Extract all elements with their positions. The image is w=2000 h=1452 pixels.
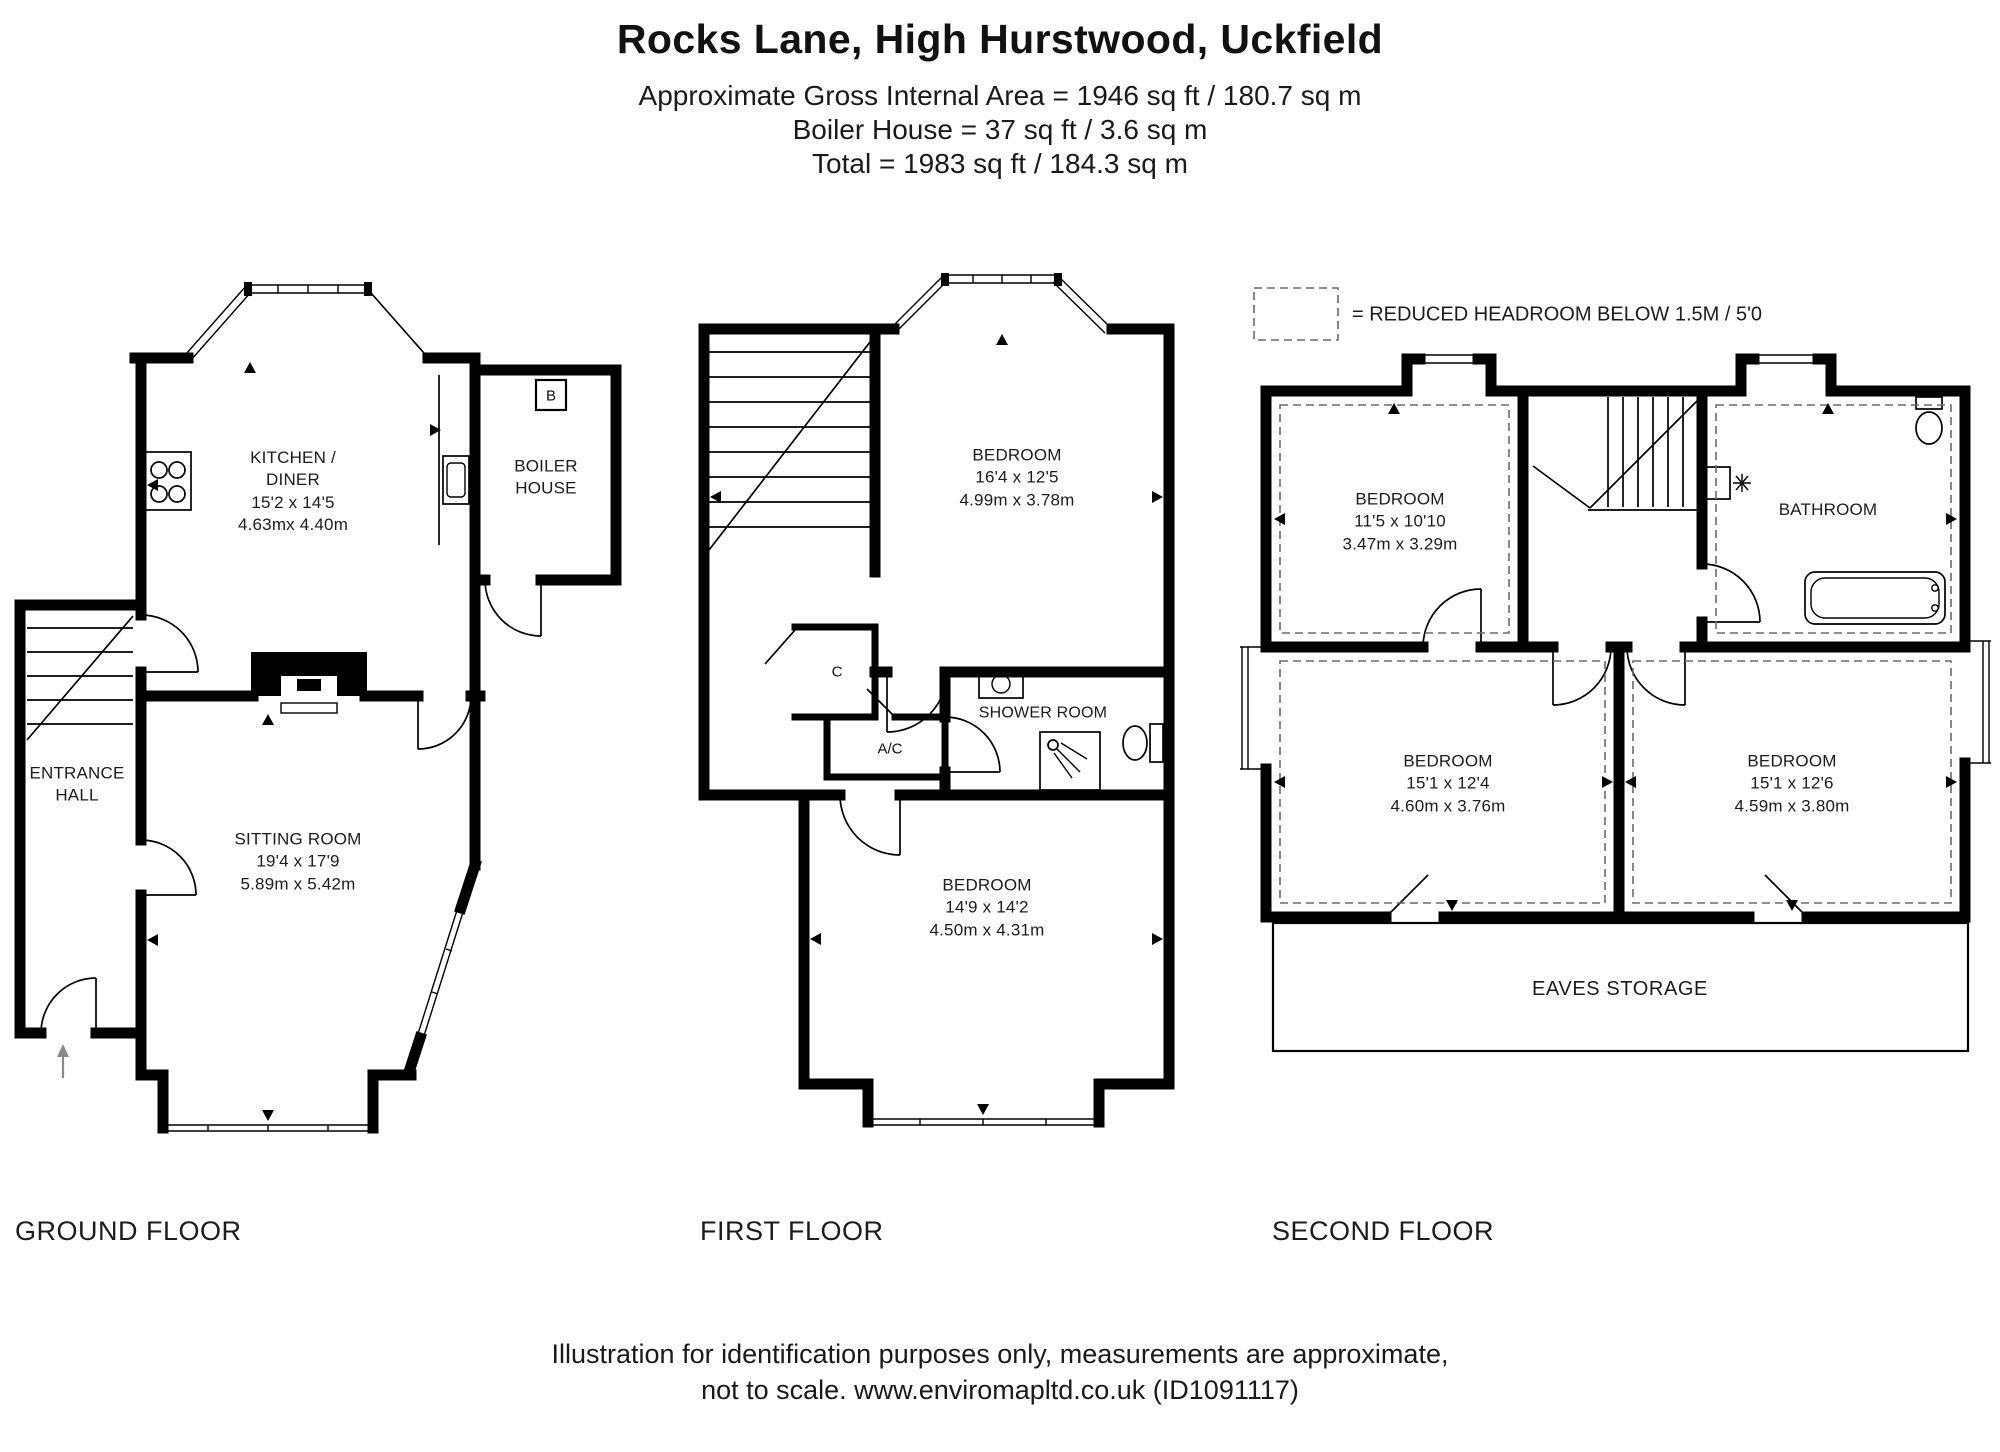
room-size-m: 4.99m x 3.78m <box>959 490 1075 510</box>
second-floor-drawing <box>1240 287 1991 1053</box>
ground-floor-plan: B KITCHEN / DINER 15'2 x 14'5 4.63mx 4.4… <box>13 280 633 1180</box>
room-size-m: 4.59m x 3.80m <box>1734 796 1850 816</box>
reduced-headroom-legend: = REDUCED HEADROOM BELOW 1.5M / 5'0 <box>1352 303 1763 326</box>
room-name: BEDROOM <box>972 445 1062 465</box>
room-name: BOILER HOUSE <box>514 456 578 498</box>
room-size-m: 4.50m x 4.31m <box>929 920 1045 940</box>
room-size-m: 4.60m x 3.76m <box>1390 796 1506 816</box>
room-size-ft: 15'2 x 14'5 <box>251 493 335 512</box>
room-size-m: 5.89m x 5.42m <box>240 874 356 894</box>
room-name: BEDROOM <box>1403 751 1493 771</box>
second-windows <box>1240 354 1991 770</box>
room-size-ft: 14'9 x 14'2 <box>945 897 1029 917</box>
room-name: BEDROOM <box>942 875 1032 895</box>
bay-post <box>941 273 949 286</box>
room-label-bedroom-left: BEDROOM 15'1 x 12'4 4.60m x 3.76m <box>1390 750 1505 817</box>
toilet-icon <box>1915 396 1943 445</box>
room-size-ft: 11'5 x 10'10 <box>1354 511 1446 531</box>
area-line-2: Boiler House = 37 sq ft / 3.6 sq m <box>792 114 1208 145</box>
room-label-boiler-house: BOILER HOUSE <box>506 456 586 501</box>
entrance-arrow-icon <box>57 1044 69 1078</box>
disclaimer-line-1: Illustration for identification purposes… <box>551 1339 1449 1369</box>
room-label-shower-room: SHOWER ROOM <box>979 702 1107 723</box>
room-size-ft: 16'4 x 12'5 <box>975 467 1059 487</box>
room-label-bedroom-back: BEDROOM 14'9 x 14'2 4.50m x 4.31m <box>929 874 1044 941</box>
airing-cupboard-symbol: A/C <box>877 741 902 758</box>
second-walls <box>1260 353 1971 923</box>
hob-icon <box>144 451 192 511</box>
basin-icon <box>1705 466 1751 500</box>
room-name: SHOWER ROOM <box>978 704 1108 722</box>
bay-post <box>244 282 252 296</box>
room-size-ft: 15'1 x 12'6 <box>1750 773 1834 793</box>
area-line-1: Approximate Gross Internal Area = 1946 s… <box>638 80 1362 111</box>
room-name: ENTRANCE HALL <box>29 763 125 805</box>
second-door-arcs <box>1385 563 1808 918</box>
room-name: BATHROOM <box>1778 499 1878 519</box>
header: Rocks Lane, High Hurstwood, Uckfield App… <box>0 16 2000 181</box>
shower-icon <box>1039 731 1101 791</box>
bay-post <box>1054 273 1062 286</box>
second-floor-title: SECOND FLOOR <box>1272 1216 1495 1246</box>
footer: Illustration for identification purposes… <box>0 1336 2000 1408</box>
reduced-headroom-swatch <box>1253 287 1339 341</box>
page-title: Rocks Lane, High Hurstwood, Uckfield <box>616 16 1384 62</box>
ground-stairs-icon <box>26 615 134 741</box>
ground-walls <box>14 352 622 1134</box>
eaves-storage-outline <box>1271 921 1970 1053</box>
fireplace-icon <box>251 652 367 714</box>
room-name: EAVES STORAGE <box>1531 977 1709 1000</box>
room-name: BEDROOM <box>1747 751 1837 771</box>
first-windows <box>865 274 1111 1126</box>
first-floor-title: FIRST FLOOR <box>700 1216 884 1246</box>
cupboard-walls <box>791 623 949 781</box>
room-label-bathroom: BATHROOM <box>1779 499 1878 521</box>
room-label-bedroom-right: BEDROOM 15'1 x 12'6 4.59m x 3.80m <box>1734 750 1849 817</box>
first-stairs-icon <box>708 341 871 551</box>
second-stairs-icon <box>1532 397 1702 511</box>
area-line-3: Total = 1983 sq ft / 184.3 sq m <box>812 148 1188 179</box>
sink-icon <box>438 375 470 545</box>
room-size-m: 4.63mx 4.40m <box>237 515 349 535</box>
first-floor-plan: C A/C BEDROOM 16'4 x 12'5 4.99m x 3.78m … <box>695 272 1195 1172</box>
room-label-eaves-storage: EAVES STORAGE <box>1532 976 1708 1002</box>
ground-floor-title: GROUND FLOOR <box>15 1216 242 1246</box>
bay-post <box>364 282 372 296</box>
room-name: KITCHEN / DINER <box>250 448 336 490</box>
room-label-entrance-hall: ENTRANCE HALL <box>21 763 133 808</box>
room-name: BEDROOM <box>1355 489 1445 509</box>
first-walls <box>698 323 1175 1128</box>
ground-windows <box>160 284 465 1132</box>
room-size-m: 3.47m x 3.29m <box>1342 534 1458 554</box>
first-door-arcs <box>764 629 1001 856</box>
second-floor-plan: = REDUCED HEADROOM BELOW 1.5M / 5'0 BEDR… <box>1228 282 2000 1092</box>
bathtub-icon <box>1804 571 1946 625</box>
room-size-ft: 19'4 x 17'9 <box>256 851 340 871</box>
basin-icon <box>978 669 1024 699</box>
boiler-symbol: B <box>546 388 556 405</box>
room-label-sitting-room: SITTING ROOM 19'4 x 17'9 5.89m x 5.42m <box>234 828 361 895</box>
room-label-bedroom-front: BEDROOM 16'4 x 12'5 4.99m x 3.78m <box>959 444 1074 511</box>
room-label-kitchen-diner: KITCHEN / DINER 15'2 x 14'5 4.63mx 4.40m <box>237 447 349 537</box>
room-label-bedroom-small: BEDROOM 11'5 x 10'10 3.47m x 3.29m <box>1342 488 1457 555</box>
boiler-icon: B <box>534 378 568 412</box>
toilet-icon <box>1122 723 1164 763</box>
first-floor-drawing: C A/C <box>698 273 1175 1128</box>
room-name: SITTING ROOM <box>234 829 362 849</box>
room-size-ft: 15'1 x 12'4 <box>1406 773 1490 793</box>
ground-floor-drawing: B <box>14 282 622 1134</box>
cupboard-symbol: C <box>832 664 843 681</box>
ground-door-arcs <box>40 579 542 1034</box>
disclaimer-line-2: not to scale. www.enviromapltd.co.uk (ID… <box>701 1375 1299 1405</box>
